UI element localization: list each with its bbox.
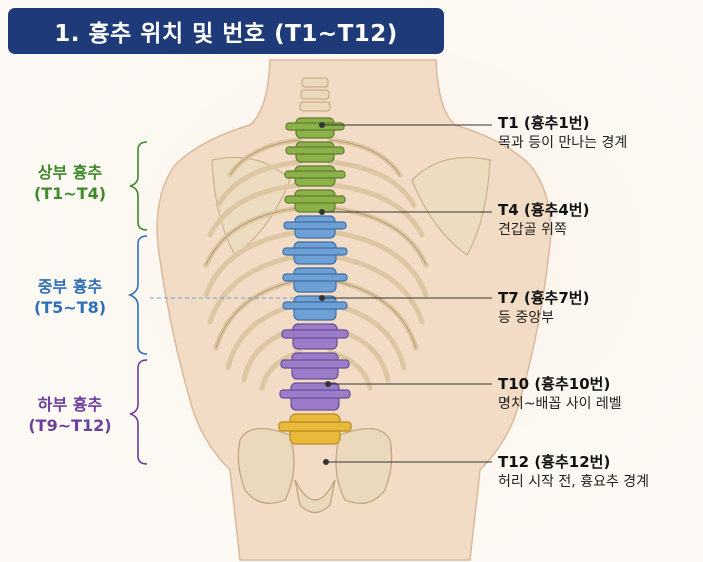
group-lower-range: (T9~T12) bbox=[28, 416, 112, 435]
group-upper-range: (T1~T4) bbox=[33, 184, 107, 203]
vertebra-t2 bbox=[285, 141, 345, 163]
annotation-t7-title: T7 (흉추7번) bbox=[498, 289, 590, 307]
right-scapula bbox=[411, 156, 491, 256]
annotation-t12: T12 (흉추12번) 허리 시작 전, 흉요추 경계 bbox=[498, 452, 649, 492]
vertebra-t4 bbox=[284, 189, 346, 213]
annotation-t12-desc: 허리 시작 전, 흉요추 경계 bbox=[498, 474, 650, 490]
group-label-upper: 상부 흉추 (T1~T4) bbox=[14, 162, 126, 204]
pelvis bbox=[237, 428, 393, 514]
vertebra-t5 bbox=[283, 215, 347, 239]
vertebra-t10 bbox=[280, 352, 350, 380]
vertebra-t8 bbox=[282, 295, 348, 321]
bracket-middle bbox=[127, 235, 148, 355]
vertebra-t9 bbox=[281, 323, 349, 350]
annotation-t12-title: T12 (흉추12번) bbox=[498, 453, 611, 471]
annotation-t10: T10 (흉추10번) 명치~배꼽 사이 레벨 bbox=[498, 374, 622, 414]
vertebra-t6 bbox=[282, 241, 348, 265]
annotation-t7: T7 (흉추7번) 등 중앙부 bbox=[498, 288, 589, 328]
annotation-t1-desc: 목과 등이 만나는 경계 bbox=[498, 135, 628, 151]
group-lower-name: 하부 흉추 bbox=[37, 395, 103, 414]
vertebra-t3 bbox=[284, 165, 346, 187]
annotation-t10-title: T10 (흉추10번) bbox=[498, 375, 611, 393]
page-title: 1. 흉추 위치 및 번호 (T1~T12) bbox=[54, 21, 398, 47]
vertebra-t12 bbox=[278, 413, 352, 445]
annotation-t4-desc: 견갑골 위쪽 bbox=[498, 222, 567, 238]
group-upper-name: 상부 흉추 bbox=[37, 163, 103, 182]
vertebrae-middle bbox=[282, 215, 348, 321]
annotation-t1: T1 (흉추1번) 목과 등이 만나는 경계 bbox=[498, 113, 627, 153]
cervical-vertebrae bbox=[299, 77, 331, 112]
group-middle-name: 중부 흉추 bbox=[37, 277, 103, 296]
annotation-t7-desc: 등 중앙부 bbox=[498, 310, 554, 326]
annotation-t10-desc: 명치~배꼽 사이 레벨 bbox=[498, 396, 622, 412]
annotation-t4: T4 (흉추4번) 견갑골 위쪽 bbox=[498, 200, 589, 240]
annotation-t4-title: T4 (흉추4번) bbox=[498, 201, 590, 219]
bracket-upper bbox=[129, 141, 148, 231]
title-banner: 1. 흉추 위치 및 번호 (T1~T12) bbox=[8, 8, 444, 54]
group-label-middle: 중부 흉추 (T5~T8) bbox=[14, 276, 126, 318]
annotation-t1-title: T1 (흉추1번) bbox=[498, 114, 590, 132]
bracket-lower bbox=[129, 359, 148, 465]
group-label-lower: 하부 흉추 (T9~T12) bbox=[14, 394, 126, 436]
group-middle-range: (T5~T8) bbox=[33, 298, 107, 317]
vertebra-t11 bbox=[279, 382, 351, 411]
leader-lines bbox=[319, 122, 492, 465]
vertebra-t7 bbox=[282, 267, 348, 293]
vertebrae-lower bbox=[279, 323, 351, 411]
vertebrae-upper bbox=[284, 117, 346, 213]
rib-cage-outline bbox=[205, 139, 427, 349]
